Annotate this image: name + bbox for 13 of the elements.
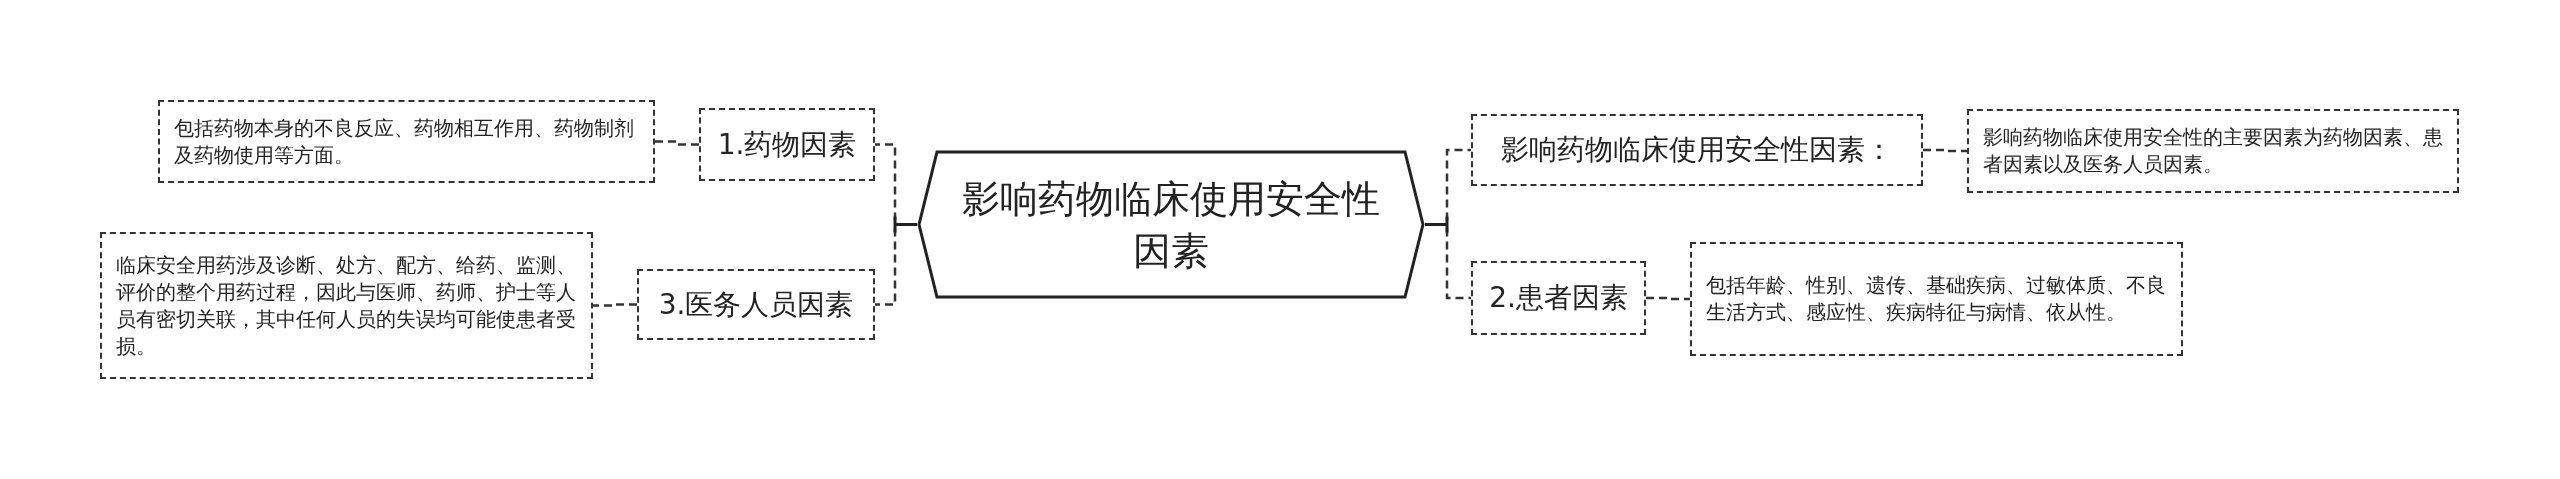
note-box: 临床安全用药涉及诊断、处方、配方、给药、监测、评价的整个用药过程，因此与医师、药师、护士等人员有密切关联，其中任何人员的失误均可能使患者受损。 (100, 232, 593, 379)
connector-line (593, 303, 637, 307)
topic-box: 1.药物因素 (699, 108, 875, 181)
note-box: 影响药物临床使用安全性的主要因素为药物因素、患者因素以及医务人员因素。 (1967, 109, 2459, 193)
connector-line (1923, 148, 1967, 153)
central-topic-hexagon: 影响药物临床使用安全性因素 (917, 150, 1425, 299)
connector-line (655, 140, 699, 146)
topic-box: 影响药物临床使用安全性因素： (1471, 114, 1923, 186)
note-box: 包括药物本身的不良反应、药物相互作用、药物制剂及药物使用等方面。 (158, 100, 655, 183)
note-box: 包括年龄、性别、遗传、基础疾病、过敏体质、不良生活方式、感应性、疾病特征与病情、依从性。 (1690, 242, 2183, 356)
topic-box: 3.医务人员因素 (637, 269, 875, 340)
topic-box: 2.患者因素 (1471, 261, 1646, 335)
connector-line (1646, 296, 1690, 301)
